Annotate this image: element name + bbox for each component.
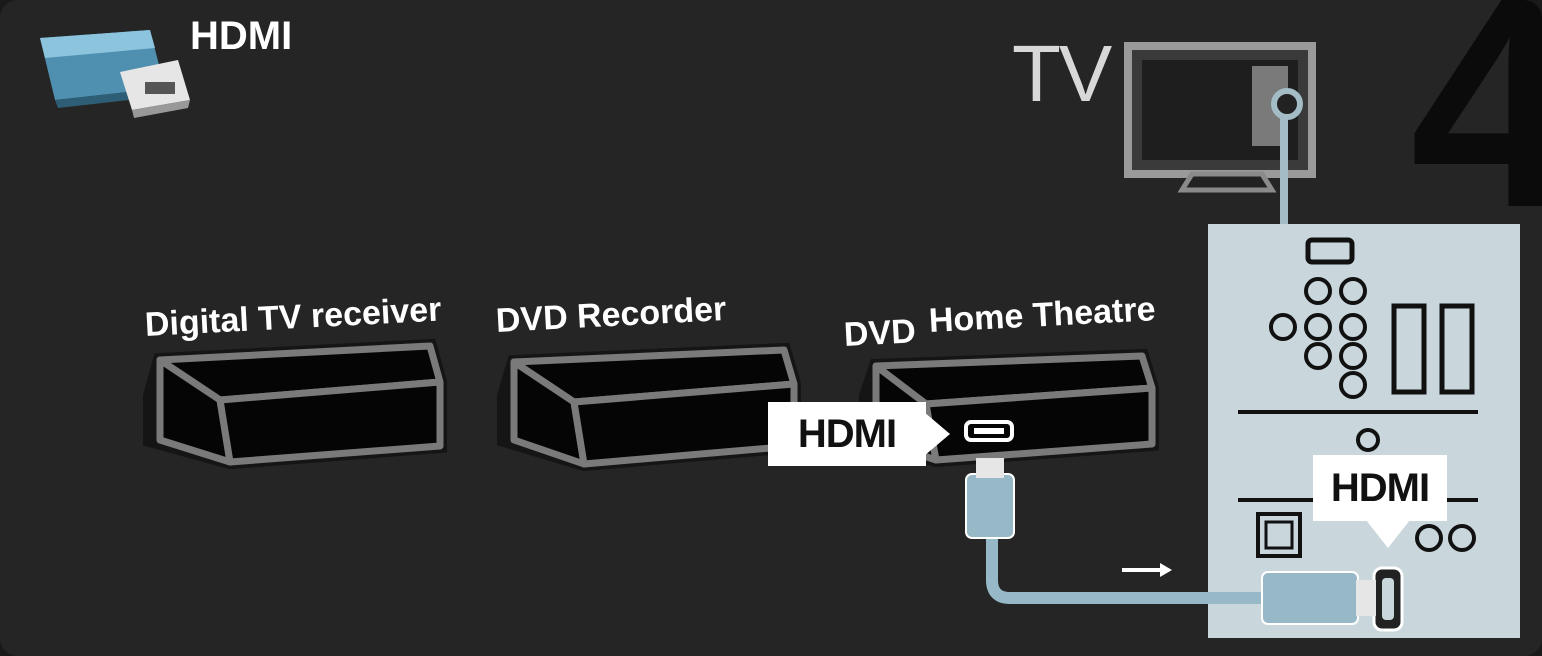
tv-hdmi-callout: HDMI <box>1313 455 1447 521</box>
tv-connector-panel <box>1208 224 1520 638</box>
dvd-recorder-box <box>497 342 801 472</box>
callout-pointer-device <box>924 412 950 456</box>
hdmi-cable <box>965 458 1376 625</box>
device-hdmi-callout: HDMI <box>768 402 926 466</box>
hdmi-plug-icon <box>40 30 190 118</box>
connector-title: HDMI <box>190 14 293 58</box>
dvd-label: DVD <box>842 312 917 355</box>
digital-tv-receiver-box <box>143 338 447 470</box>
tv-label: TV <box>1012 29 1112 118</box>
tv-monitor <box>1124 42 1316 228</box>
step-number: 4 <box>1410 0 1542 270</box>
callout-pointer-tv <box>1366 520 1410 548</box>
